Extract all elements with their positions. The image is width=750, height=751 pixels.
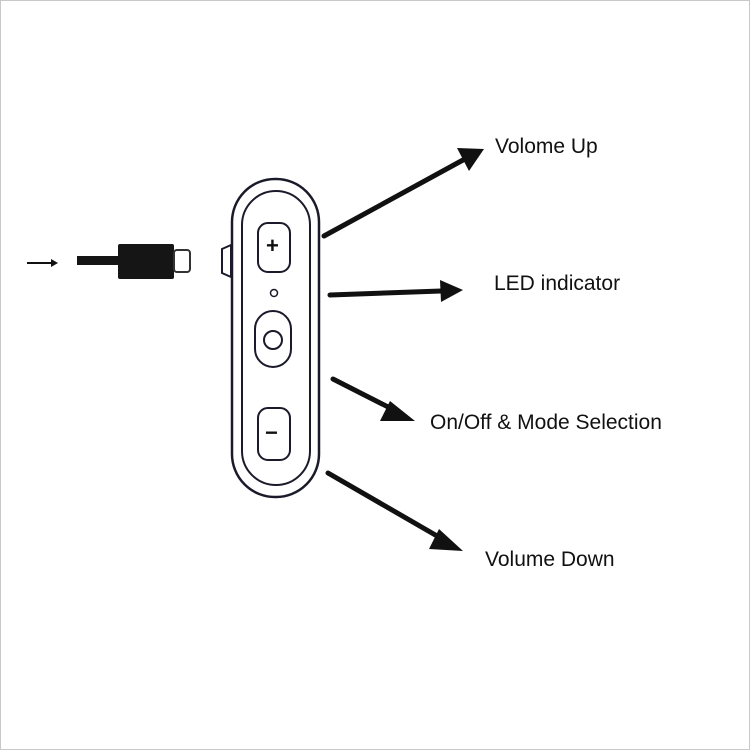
power-button-ring bbox=[263, 330, 283, 350]
arrow-led bbox=[327, 280, 463, 302]
label-led-indicator: LED indicator bbox=[494, 272, 621, 295]
arrow-volume-down bbox=[325, 470, 463, 551]
arrow-on-off bbox=[330, 376, 415, 421]
side-port bbox=[221, 243, 232, 279]
arrow-volume-up bbox=[321, 148, 484, 239]
led-indicator-dot bbox=[269, 288, 279, 298]
label-on-off-mode: On/Off & Mode Selection bbox=[430, 411, 662, 434]
remote-control bbox=[221, 177, 321, 499]
label-volume-down: Volume Down bbox=[485, 548, 615, 571]
volume-up-button[interactable] bbox=[257, 222, 291, 273]
minus-icon: − bbox=[265, 420, 278, 445]
usb-cable bbox=[77, 244, 191, 279]
plus-icon: + bbox=[266, 233, 279, 258]
insert-arrow-icon bbox=[27, 259, 58, 267]
label-volume-up: Volome Up bbox=[495, 135, 598, 158]
volume-down-button[interactable] bbox=[257, 407, 291, 461]
